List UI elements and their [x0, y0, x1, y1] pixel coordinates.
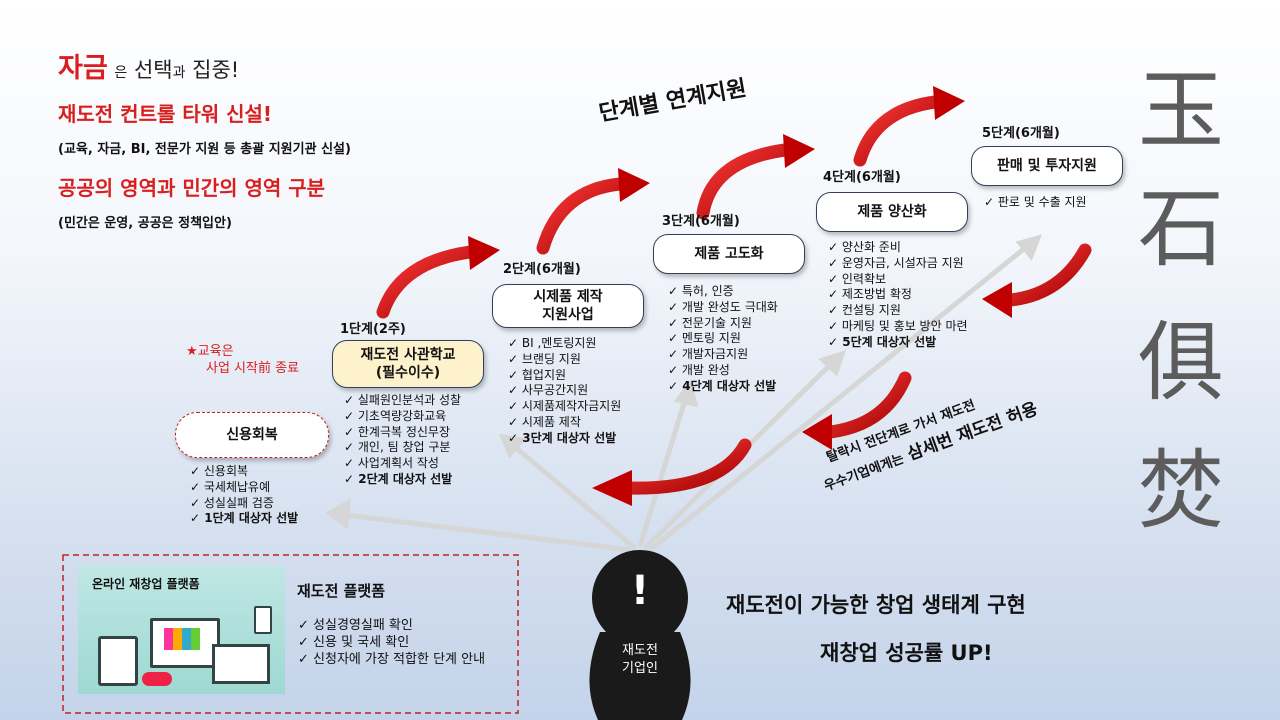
header-word-a: 은: [114, 65, 128, 81]
person-silhouette: [589, 550, 691, 720]
header-line2-note: (교육, 자금, BI, 전문가 지원 등 총괄 지원기관 신설): [58, 142, 351, 157]
stage-box-5: 판매 및 투자지원: [971, 146, 1123, 186]
list-item: 마케팅 및 홍보 방안 마련: [828, 319, 968, 335]
laptop-icon: [212, 644, 270, 684]
list-item: 사업계획서 작성: [344, 456, 461, 472]
list-item: 신용회복: [190, 464, 298, 480]
list-item: 성실경영실패 확인: [298, 617, 485, 634]
conclusion-line2: 재창업 성공률 UP!: [820, 641, 993, 665]
platform-image-caption: 온라인 재창업 플랫폼: [92, 577, 200, 591]
kanji-4: 焚: [1138, 441, 1224, 541]
stage-5-label: 5단계(6개월): [982, 126, 1060, 141]
list-item: 인력확보: [828, 272, 968, 288]
stage-2-box-line2: 지원사업: [542, 307, 594, 323]
list-item-final: 3단계 대상자 선발: [508, 431, 621, 447]
stage-1-label: 1단계(2주): [340, 322, 406, 337]
platform-list: 성실경영실패 확인 신용 및 국세 확인 신청자에 가장 적합한 단계 안내: [298, 617, 485, 668]
list-item: 국세체납유예: [190, 480, 298, 496]
list-item-final: 2단계 대상자 선발: [344, 472, 461, 488]
phone-icon: [254, 606, 272, 634]
list-item: 개발자금지원: [668, 347, 778, 363]
header-highlight: 자금: [58, 53, 108, 84]
stage-arrows: [376, 95, 942, 319]
list-item-final: 1단계 대상자 선발: [190, 511, 298, 527]
stage-1-list: 실패원인분석과 성찰 기초역량강화교육 한계극복 정신무장 개인, 팀 창업 구…: [344, 393, 461, 488]
kanji-3: 俱: [1138, 313, 1224, 413]
chart-icon: [164, 628, 200, 650]
stage-box-credit: 신용회복: [175, 412, 329, 458]
stage-3-list: 특허, 인증 개발 완성도 극대화 전문기술 지원 멘토링 지원 개발자금지원 …: [668, 284, 778, 395]
stage-box-2: 시제품 제작 지원사업: [492, 284, 644, 328]
list-item: 시제품제작자금지원: [508, 399, 621, 415]
header-word-c: 과: [172, 65, 186, 81]
stage-box-1: 재도전 사관학교 (필수이수): [332, 340, 484, 388]
kanji-2: 石: [1138, 179, 1224, 279]
stage-box-4: 제품 양산화: [816, 192, 968, 232]
retry-arrows: [623, 243, 1092, 495]
list-item: 브랜딩 지원: [508, 352, 621, 368]
education-note-line2: 사업 시작前 종료: [206, 361, 300, 376]
header-word-b: 선택: [133, 58, 173, 82]
stage-3-label: 3단계(6개월): [662, 214, 740, 229]
stage-box-3: 제품 고도화: [653, 234, 805, 274]
list-item: 신용 및 국세 확인: [298, 634, 485, 651]
stage-4-label: 4단계(6개월): [823, 170, 901, 185]
list-item: 판로 및 수출 지원: [984, 195, 1087, 211]
list-item: 특허, 인증: [668, 284, 778, 300]
tablet-icon: [98, 636, 138, 686]
header-line2: 재도전 컨트롤 타워 신설!: [58, 102, 273, 126]
monitor-icon: [150, 618, 220, 668]
list-item: 실패원인분석과 성찰: [344, 393, 461, 409]
list-item: 협업지원: [508, 368, 621, 384]
education-note-line1: ★교육은: [186, 344, 234, 359]
stage-1-box-line1: 재도전 사관학교: [360, 347, 456, 363]
stage-2-list: BI ,멘토링지원 브랜딩 지원 협업지원 사무공간지원 시제품제작자금지원 시…: [508, 336, 621, 447]
header-line1: 자금 은 선택과 집중!: [58, 46, 239, 85]
person-mark: !: [630, 568, 650, 614]
list-item: BI ,멘토링지원: [508, 336, 621, 352]
header-line3-note: (민간은 운영, 공공은 정책입안): [58, 216, 232, 231]
header-line3: 공공의 영역과 민간의 영역 구분: [58, 176, 326, 200]
list-item: 개발 완성도 극대화: [668, 300, 778, 316]
stage-2-label: 2단계(6개월): [503, 262, 581, 277]
stage-2-box-line1: 시제품 제작: [533, 289, 603, 305]
person-label-line1: 재도전: [622, 643, 658, 658]
list-item: 시제품 제작: [508, 415, 621, 431]
platform-frame: [62, 554, 519, 714]
platform-title: 재도전 플랫폼: [297, 582, 386, 600]
stage-arrow-heads: [468, 86, 965, 270]
stage-0-list: 신용회복 국세체납유예 성실실패 검증 1단계 대상자 선발: [190, 464, 298, 527]
list-item: 개인, 팀 창업 구분: [344, 440, 461, 456]
list-item: 컨설팅 지원: [828, 303, 968, 319]
stage-4-list: 양산화 준비 운영자금, 시설자금 지원 인력확보 제조방법 확정 컨설팅 지원…: [828, 240, 968, 351]
list-item: 사무공간지원: [508, 383, 621, 399]
education-note: ★교육은 사업 시작前 종료: [186, 343, 299, 377]
kanji-1: 玉: [1138, 61, 1224, 161]
conclusion-line1: 재도전이 가능한 창업 생태계 구현: [726, 593, 1026, 617]
list-item: 멘토링 지원: [668, 331, 778, 347]
person-label: 재도전 기업인: [598, 642, 682, 678]
stage-5-list: 판로 및 수출 지원: [984, 195, 1087, 211]
list-item: 신청자에 가장 적합한 단계 안내: [298, 651, 485, 668]
list-item: 기초역량강화교육: [344, 409, 461, 425]
list-item: 한계극복 정신무장: [344, 425, 461, 441]
list-item-final: 5단계 대상자 선발: [828, 335, 968, 351]
cloud-icon: [142, 672, 172, 686]
person-label-line2: 기업인: [622, 661, 658, 676]
list-item: 운영자금, 시설자금 지원: [828, 256, 968, 272]
list-item: 전문기술 지원: [668, 316, 778, 332]
list-item: 성실실패 검증: [190, 496, 298, 512]
list-item: 양산화 준비: [828, 240, 968, 256]
stage-1-box-line2: (필수이수): [375, 365, 441, 381]
platform-image: 온라인 재창업 플랫폼: [78, 566, 285, 694]
list-item-final: 4단계 대상자 선발: [668, 379, 778, 395]
list-item: 개발 완성: [668, 363, 778, 379]
header-word-d: 집중!: [192, 58, 240, 82]
list-item: 제조방법 확정: [828, 287, 968, 303]
